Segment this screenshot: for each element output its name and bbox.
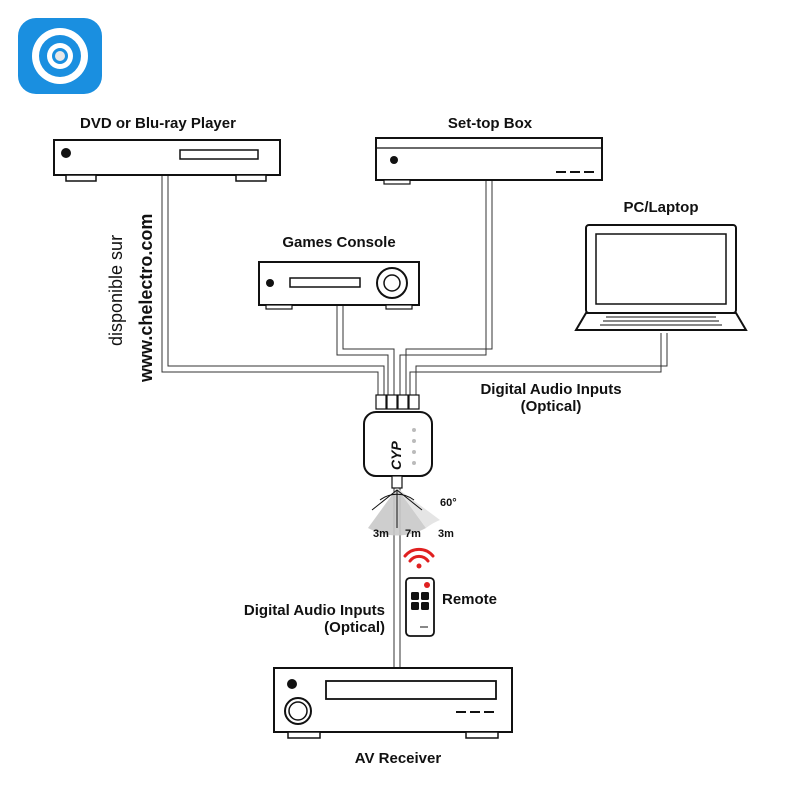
optical-connectors	[375, 394, 420, 410]
set-top-box-label: Set-top Box	[447, 115, 533, 132]
audio-switcher-device	[363, 411, 433, 489]
inputs-top-line1: Digital Audio Inputs	[480, 381, 622, 398]
ir-angle-label: 60°	[440, 497, 457, 509]
av-receiver-label: AV Receiver	[354, 750, 442, 767]
pc-laptop-label: PC/Laptop	[623, 199, 699, 216]
remote-device	[405, 577, 435, 637]
ir-range-cone	[368, 488, 440, 536]
inputs-bottom-line2: (Optical)	[324, 619, 385, 636]
ir-signal-icon	[403, 547, 435, 569]
set-top-box-device	[375, 137, 603, 185]
ir-right-distance: 3m	[438, 528, 454, 540]
remote-label: Remote	[442, 591, 498, 608]
laptop-device	[574, 224, 748, 331]
watermark-line2: www.chelectro.com	[136, 213, 156, 382]
ir-center-distance: 7m	[405, 528, 421, 540]
av-receiver-device	[273, 667, 513, 739]
inputs-bottom-line1: Digital Audio Inputs	[243, 602, 385, 619]
games-console-device	[258, 261, 420, 310]
app-logo-icon	[18, 18, 102, 94]
dvd-player-label: DVD or Blu-ray Player	[80, 115, 236, 132]
games-console-label: Games Console	[282, 234, 396, 251]
dvd-player-device	[53, 139, 281, 182]
ir-left-distance: 3m	[373, 528, 389, 540]
watermark-line1: disponible sur	[106, 234, 126, 346]
switcher-logo: CYP	[388, 441, 404, 470]
inputs-top-line2: (Optical)	[520, 398, 582, 415]
